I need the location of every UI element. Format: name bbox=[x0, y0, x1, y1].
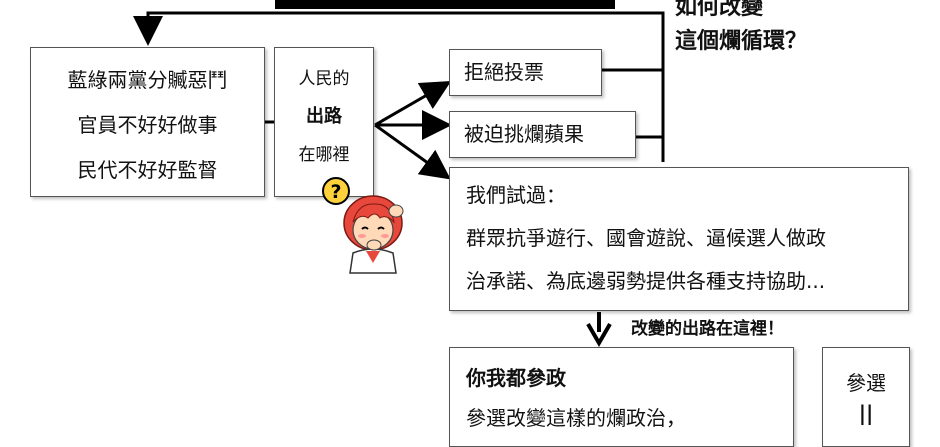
tried-line-1: 群眾抗爭遊行、國會遊說、逼候選人做政 bbox=[466, 226, 826, 250]
down-arrow-head bbox=[586, 322, 612, 347]
people-line-1: 人民的 bbox=[298, 69, 350, 89]
connector-lines bbox=[133, 11, 665, 347]
arrow-label: 改變的出路在這裡！ bbox=[631, 319, 784, 339]
loop-back-line bbox=[133, 11, 665, 162]
top-title-bar bbox=[275, 0, 615, 9]
svg-text:?: ? bbox=[330, 181, 341, 203]
question-mark-icon: ? bbox=[322, 177, 350, 205]
forced-pick-label: 被迫挑爛蘋果 bbox=[464, 122, 584, 146]
question-line-1: 如何改變 bbox=[675, 0, 764, 20]
people-outlet-box: 人民的 出路 在哪裡 bbox=[274, 47, 374, 197]
tried-heading: 我們試過： bbox=[466, 183, 566, 207]
run-line-2: || bbox=[858, 401, 874, 425]
tried-line-2: 治承諾、為底邊弱勢提供各種支持協助... bbox=[466, 269, 826, 293]
run-line-1: 參選 bbox=[846, 371, 886, 395]
problem-line-1: 藍綠兩黨分贓惡鬥 bbox=[67, 68, 228, 92]
refuse-vote-box: 拒絕投票 bbox=[449, 49, 602, 96]
problem-line-3: 民代不好好監督 bbox=[77, 158, 218, 182]
people-line-3: 在哪裡 bbox=[298, 145, 350, 165]
participate-body: 參選改變這樣的爛政治， bbox=[466, 406, 686, 430]
question-line-2: 這個爛循環？ bbox=[675, 29, 808, 54]
participate-box: 你我都參政 參選改變這樣的爛政治， bbox=[449, 347, 794, 447]
people-line-2: 出路 bbox=[306, 106, 342, 127]
arrow-to-tried bbox=[374, 123, 451, 180]
question-heading: 如何改變 這個爛循環？ bbox=[675, 0, 807, 59]
confused-girl-icon: ? bbox=[322, 177, 404, 274]
problems-box: 藍綠兩黨分贓惡鬥 官員不好好做事 民代不好好監督 bbox=[30, 47, 265, 197]
participate-heading: 你我都參政 bbox=[466, 366, 566, 390]
forced-pick-box: 被迫挑爛蘋果 bbox=[449, 111, 636, 158]
arrow-to-refuse bbox=[374, 80, 452, 127]
problem-line-2: 官員不好好做事 bbox=[77, 113, 218, 137]
refuse-vote-label: 拒絕投票 bbox=[464, 60, 544, 84]
tried-box: 我們試過： 群眾抗爭遊行、國會遊說、逼候選人做政 治承諾、為底邊弱勢提供各種支持… bbox=[449, 167, 909, 311]
run-box: 參選 || bbox=[822, 347, 910, 447]
